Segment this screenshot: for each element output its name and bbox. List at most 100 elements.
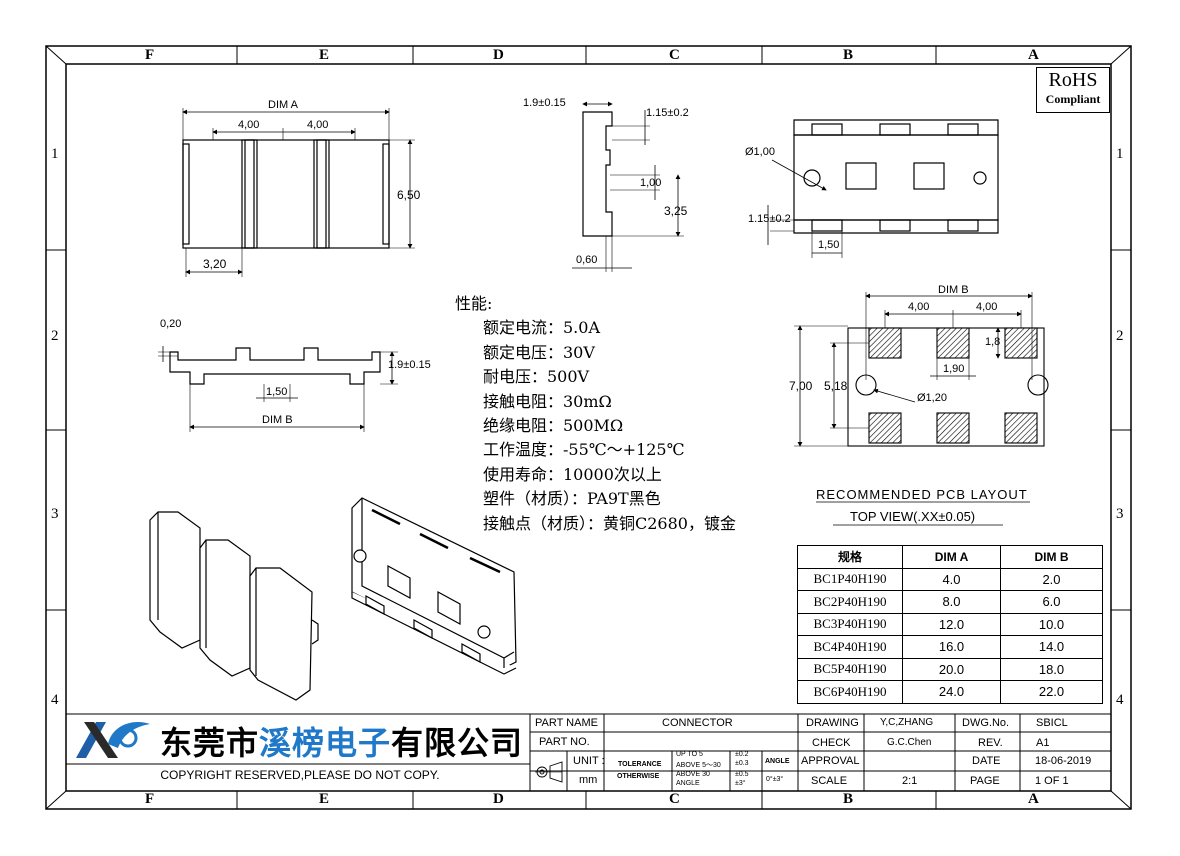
title-block-lines xyxy=(66,713,1111,791)
front-dim-b-label: DIM B xyxy=(262,414,293,426)
pcb-h1: 7,00 xyxy=(789,379,813,393)
zone-label-top-b: B xyxy=(843,47,854,63)
bottom-tab-label: 1.15±0.2 xyxy=(748,213,791,225)
zone-row-3-right: 3 xyxy=(1116,506,1124,522)
frame xyxy=(45,45,1132,810)
date-label: DATE xyxy=(972,755,1001,767)
table-cell: 8.0 xyxy=(902,590,1001,614)
bottom-hole-label: Ø1,00 xyxy=(745,146,775,158)
zone-label-top-c: C xyxy=(669,47,680,63)
tol-val-2: ±0.3 xyxy=(735,760,749,767)
table-cell: 6.0 xyxy=(1000,590,1103,614)
company-name-a: 东莞市 xyxy=(160,724,260,762)
table-cell: 10.0 xyxy=(1000,612,1103,636)
pcb-pad-w: 1,90 xyxy=(943,363,965,375)
rev-value: A1 xyxy=(1036,737,1050,749)
company-name: 东莞市溪榜电子有限公司 xyxy=(160,718,523,764)
table-cell: 24.0 xyxy=(902,680,1001,704)
bottom-pad-label: 1,50 xyxy=(818,239,840,251)
zone-label-top-e: E xyxy=(319,47,330,63)
side-bottom-label: 0,60 xyxy=(576,254,598,266)
table-cell: BC5P40H190 xyxy=(797,657,903,681)
dim-a-label: DIM A xyxy=(268,99,298,111)
zone-label-bottom-f: F xyxy=(145,791,155,807)
table-cell: BC2P40H190 xyxy=(797,590,903,614)
dwg-label: DWG.No. xyxy=(962,717,1010,729)
tol-row-2: ABOVE 5～30 xyxy=(676,762,721,769)
pcb-pitch-1: 4,00 xyxy=(908,301,930,313)
approval-label: APPROVAL xyxy=(801,755,860,767)
zone-row-2-right: 2 xyxy=(1116,328,1124,344)
table-cell: 12.0 xyxy=(902,612,1001,636)
table-header: DIM A xyxy=(902,545,1001,569)
spec-life: 使用寿命：10000次以上 xyxy=(483,464,662,484)
table-cell: 22.0 xyxy=(1000,680,1103,704)
table-header-row: 规格 DIM A DIM B xyxy=(797,545,1103,569)
pcb-dim-b-label: DIM B xyxy=(938,284,969,296)
drawing-label: DRAWING xyxy=(806,717,859,729)
zone-label-top-a: A xyxy=(1028,47,1039,63)
height-label: 6,50 xyxy=(397,188,421,202)
front-p-label: 1,50 xyxy=(266,386,288,398)
unit-label: UNIT : xyxy=(573,755,605,767)
zone-row-1-left: 1 xyxy=(51,146,59,162)
spec-contact-material: 接触点（材质）：黄铜C2680，镀金 xyxy=(483,513,736,533)
tol-row-3: ABOVE 30 xyxy=(676,771,710,778)
copyright-notice: COPYRIGHT RESERVED,PLEASE DO NOT COPY. xyxy=(160,768,440,782)
iso-view-right xyxy=(351,497,517,675)
rohs-badge: RoHS Compliant xyxy=(1036,67,1110,113)
company-logo xyxy=(76,722,150,758)
tol-val-3: ±0.5 xyxy=(735,771,749,778)
otherwise-label: OTHERWISE xyxy=(617,773,660,780)
zone-label-bottom-c: C xyxy=(669,791,680,807)
pcb-pad-h: 1,8 xyxy=(985,336,1001,348)
tol-val-4: ±3° xyxy=(735,780,746,787)
part-name-value: CONNECTOR xyxy=(662,717,733,729)
zone-row-4-left: 4 xyxy=(51,692,59,708)
spec-operating-temp: 工作温度：-55℃～+125℃ xyxy=(483,440,685,460)
zone-label-top-f: F xyxy=(145,47,155,63)
spec-plastic-material: 塑件（材质）：PA9T黑色 xyxy=(483,489,661,509)
spec-insulation-resistance: 绝缘电阻：500MΩ xyxy=(483,416,624,436)
drawing-value: Y,C,ZHANG xyxy=(880,717,934,728)
spec-contact-resistance: 接触电阻：30mΩ xyxy=(483,391,612,411)
rohs-subtitle: Compliant xyxy=(1045,92,1101,106)
side-d2-label: 3,25 xyxy=(664,204,688,218)
projection-symbol-icon xyxy=(535,761,563,783)
side-view xyxy=(572,101,684,272)
tol-val-1: ±0.2 xyxy=(735,751,749,758)
table-cell: 16.0 xyxy=(902,635,1001,659)
pcb-hole: Ø1,20 xyxy=(917,392,947,404)
scale-label: SCALE xyxy=(811,775,848,787)
front-view xyxy=(158,346,398,432)
zone-row-3-left: 3 xyxy=(51,506,59,522)
date-value: 18-06-2019 xyxy=(1035,755,1092,767)
bottom-view xyxy=(767,119,999,258)
rev-label: REV. xyxy=(978,737,1003,749)
zone-label-bottom-a: A xyxy=(1028,791,1039,807)
table-cell: 20.0 xyxy=(902,657,1001,681)
zone-label-bottom-e: E xyxy=(319,791,330,807)
rohs-title: RoHS xyxy=(1048,69,1098,91)
dwg-value: SBICL xyxy=(1036,717,1068,729)
iso-view-left xyxy=(149,511,319,701)
side-tab-label: 1.15±0.2 xyxy=(646,107,689,119)
part-name-label: PART NAME xyxy=(535,717,598,729)
pcb-pitch-2: 4,00 xyxy=(976,301,998,313)
zone-row-4-right: 4 xyxy=(1116,692,1124,708)
angle-label: ANGLE xyxy=(765,758,790,765)
check-label: CHECK xyxy=(812,737,851,749)
front-t-label: 0,20 xyxy=(160,318,182,330)
tolerance-label: TOLERANCE xyxy=(618,761,662,768)
table-cell: BC4P40H190 xyxy=(797,635,903,659)
page-label: PAGE xyxy=(970,775,1000,787)
table-cell: BC6P40H190 xyxy=(797,680,903,704)
top-view xyxy=(182,108,415,277)
specs-list: 性能: 额定电流：5.0A 额定电压：30V 耐电压：500V 接触电阻：30m… xyxy=(455,292,736,536)
